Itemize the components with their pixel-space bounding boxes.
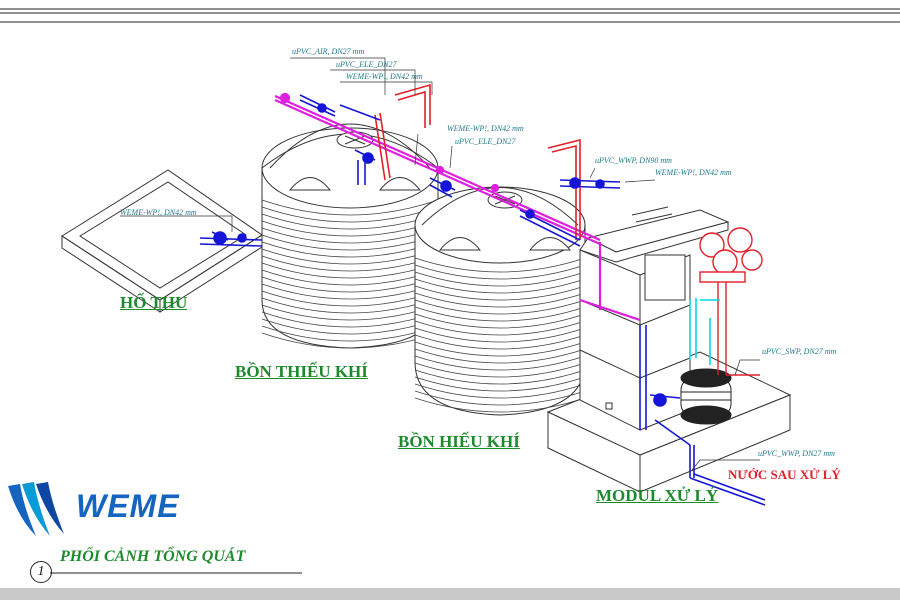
tank-ring bbox=[414, 376, 586, 392]
note-wwp-dn90: uPVC_WWP, DN90 mm bbox=[595, 156, 672, 165]
pressure-tank bbox=[680, 368, 732, 425]
tank-ring bbox=[414, 264, 586, 280]
drawing-frame bbox=[0, 8, 900, 23]
aerobic-tank bbox=[414, 186, 586, 416]
note-air-dn27: uPVC_AIR, DN27 mm bbox=[292, 47, 365, 56]
note-wwp-dn27: uPVC_WWP, DN27 mm bbox=[758, 449, 835, 458]
tank-ring bbox=[414, 334, 586, 350]
air-pipe bbox=[274, 92, 641, 322]
note-swp-dn27: uPVC_SWP, DN27 mm bbox=[762, 347, 837, 356]
note-ele-dn27-top: uPVC_ELE_DN27 bbox=[336, 60, 397, 69]
footer-bar bbox=[0, 588, 900, 600]
tank-ring bbox=[261, 199, 439, 216]
label-anoxic-tank: BỒN THIẾU KHÍ bbox=[235, 362, 368, 381]
label-treatment-module: MODUL XỬ LÝ bbox=[596, 486, 719, 505]
view-title: PHỐI CẢNH TỔNG QUÁT bbox=[60, 548, 246, 565]
view-number: 1 bbox=[30, 561, 52, 583]
tank-ring bbox=[414, 355, 586, 371]
treatment-module bbox=[579, 206, 730, 431]
label-aerobic-tank: BỒN HIẾU KHÍ bbox=[398, 432, 520, 451]
tank-ring bbox=[414, 313, 586, 329]
tank-ring bbox=[414, 285, 586, 301]
tank-ring bbox=[414, 390, 586, 406]
tank-ring bbox=[414, 278, 586, 294]
note-weme-wp-dn42-right: WEME-WP!, DN42 mm bbox=[655, 168, 732, 177]
tank-ring bbox=[414, 292, 586, 308]
sludge-pipes bbox=[689, 298, 720, 365]
weme-logo-icon bbox=[8, 482, 64, 536]
label-treated-water: NƯỚC SAU XỬ LÝ bbox=[728, 467, 841, 482]
tank-ring bbox=[414, 348, 586, 364]
tank-ring bbox=[414, 369, 586, 385]
tank-ring bbox=[261, 206, 439, 223]
tank-ring bbox=[414, 397, 586, 413]
note-weme-wp-dn42-pit: WEME-WP!, DN42 mm bbox=[120, 208, 197, 217]
tank-ring bbox=[414, 257, 586, 273]
callout-leaders bbox=[120, 57, 760, 471]
tank-ring bbox=[414, 327, 586, 343]
label-collection-pit: HỐ THU bbox=[120, 293, 188, 312]
tank-ring bbox=[414, 383, 586, 399]
note-weme-wp-dn42-top: WEME-WP!, DN42 mm bbox=[346, 72, 423, 81]
tank-ring bbox=[414, 320, 586, 336]
tank-ring bbox=[414, 299, 586, 315]
collection-pit bbox=[61, 169, 263, 313]
tank-ring bbox=[414, 341, 586, 357]
electrical-conduit bbox=[374, 83, 581, 240]
tank-ring bbox=[414, 271, 586, 287]
note-weme-wp-dn42-mid: WEME-WP!, DN42 mm bbox=[447, 124, 524, 133]
water-pipes bbox=[199, 94, 766, 506]
title-underline bbox=[50, 572, 302, 574]
tank-ring bbox=[414, 306, 586, 322]
blower-pumps bbox=[699, 227, 763, 376]
note-ele-dn27-mid: uPVC_ELE_DN27 bbox=[455, 137, 516, 146]
tank-ring bbox=[414, 362, 586, 378]
brand-name: WEME bbox=[76, 488, 180, 524]
